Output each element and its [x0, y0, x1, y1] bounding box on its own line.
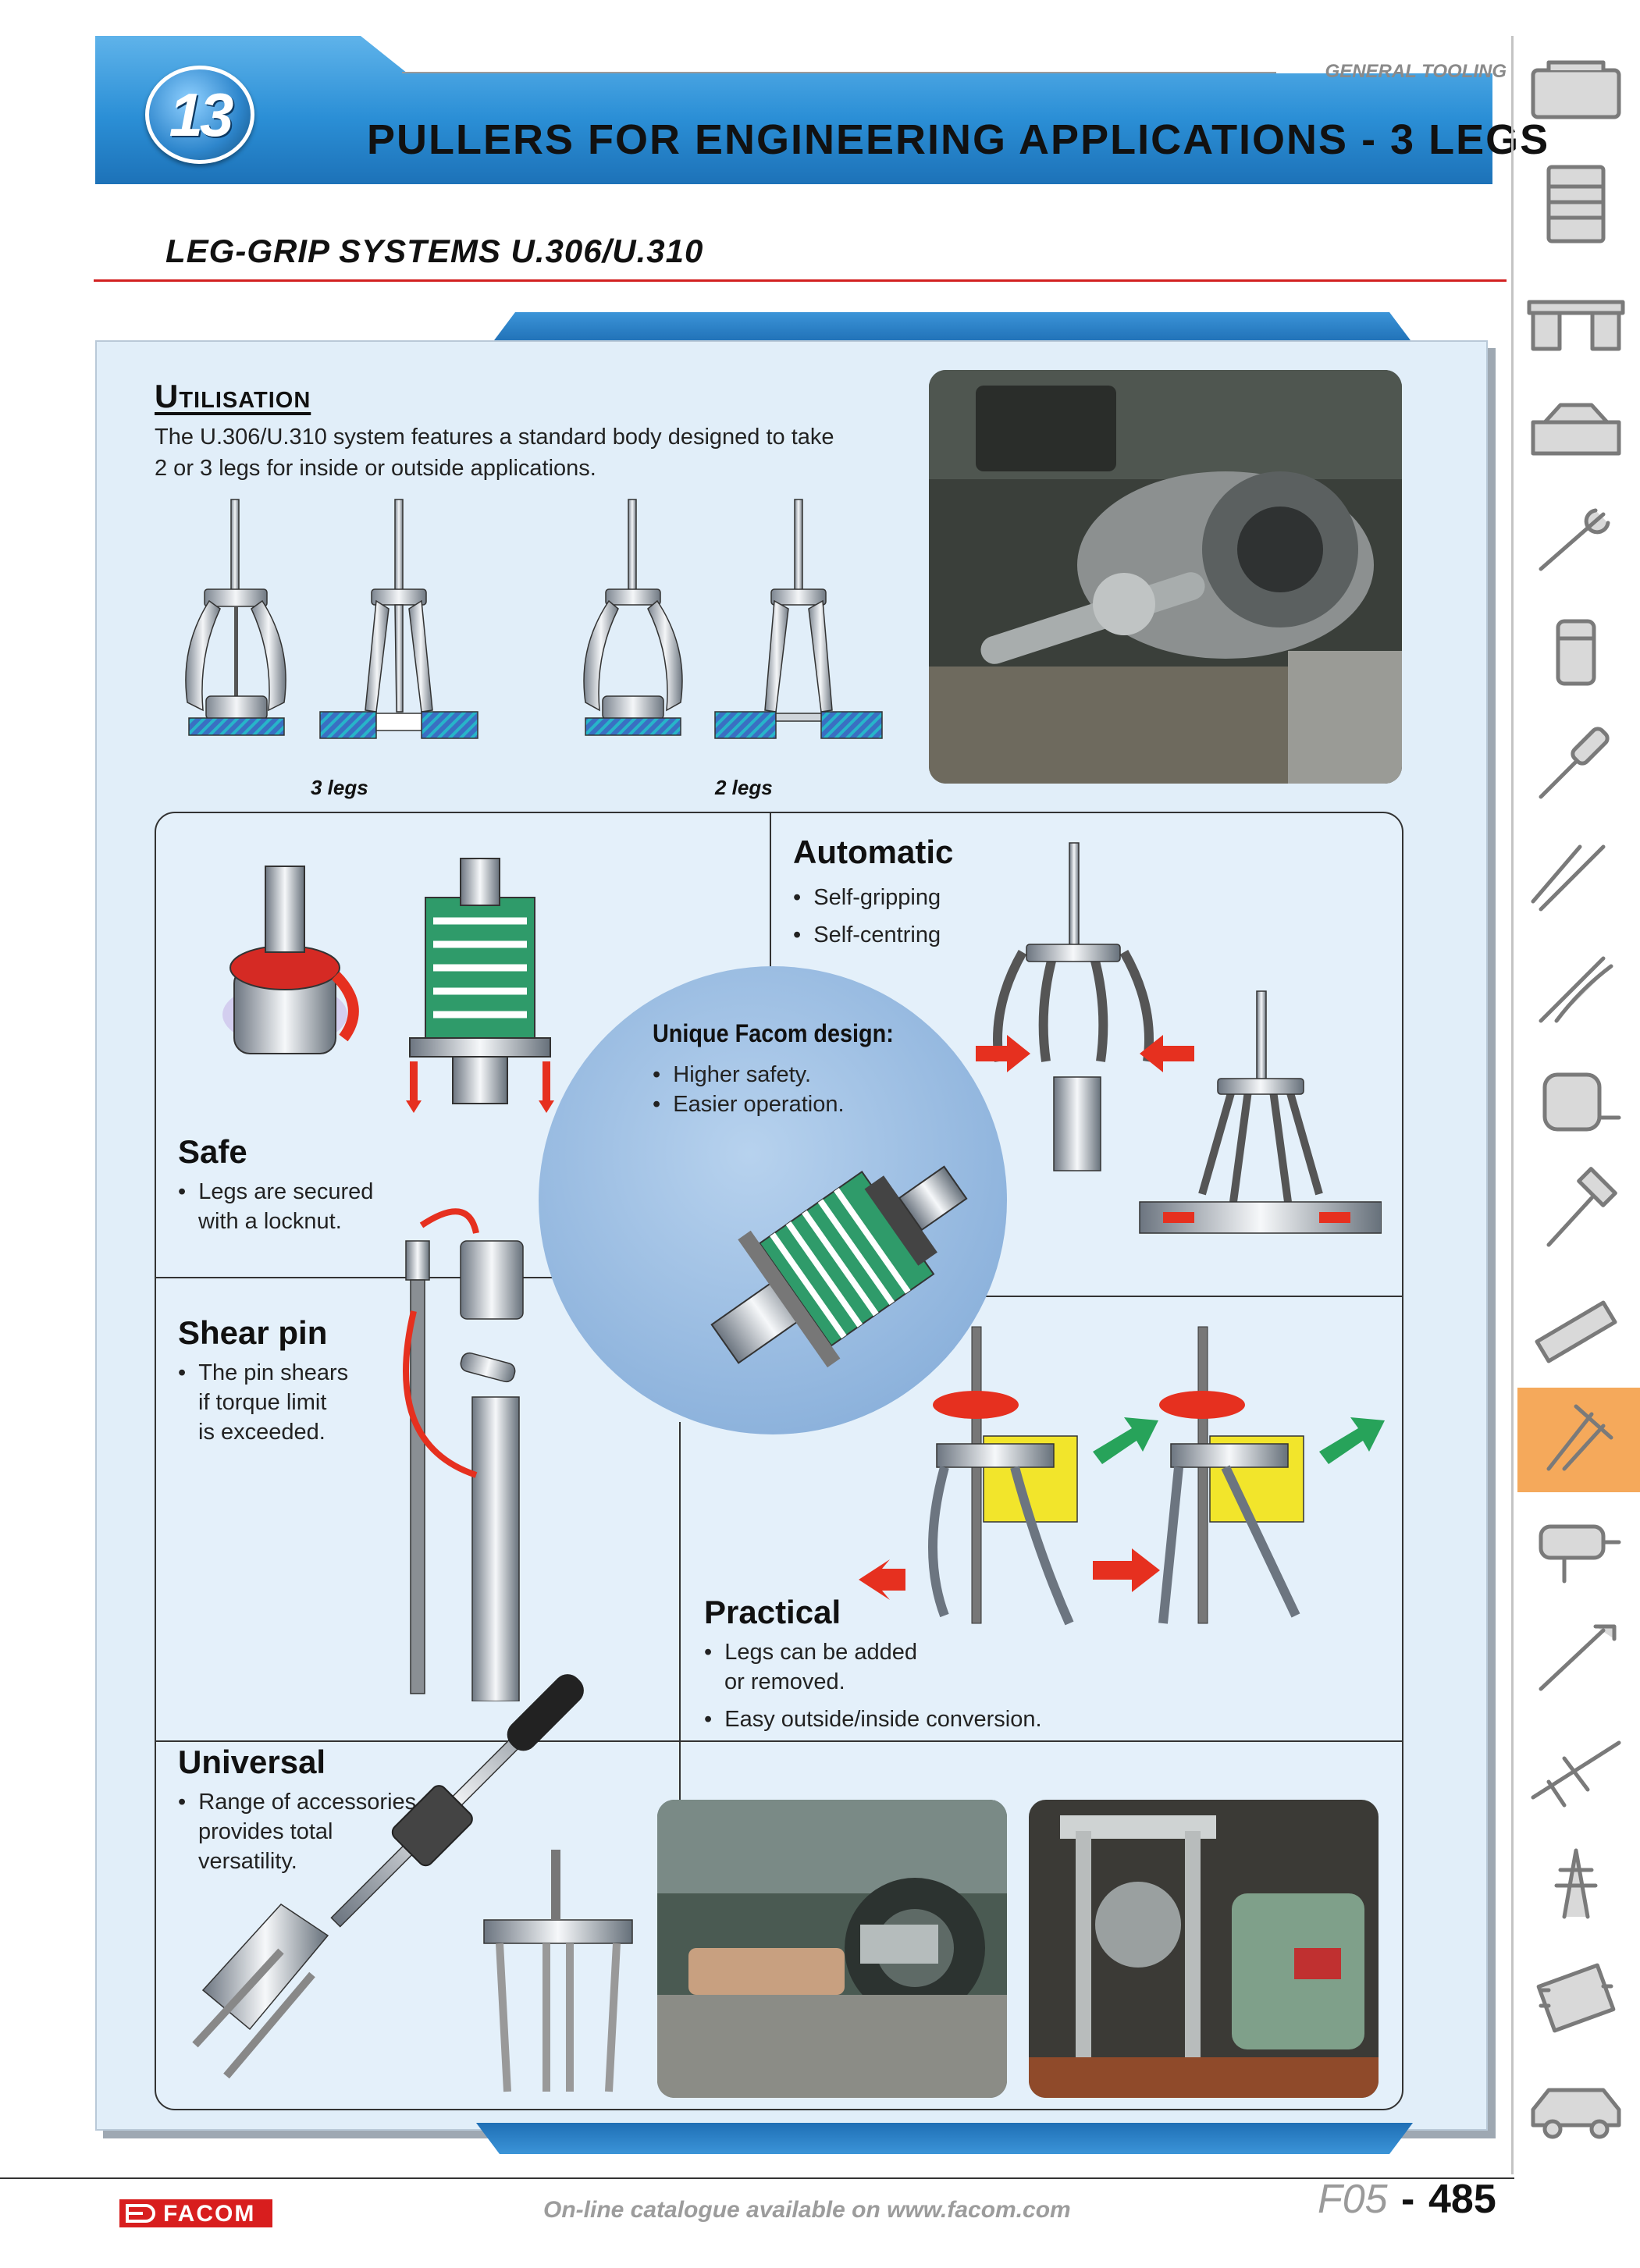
chapter-number: 13	[169, 80, 234, 149]
utilisation-title: Utilisation	[155, 378, 311, 414]
hex-key-icon[interactable]	[1517, 831, 1635, 923]
facom-logo-mark-icon	[126, 2204, 155, 2223]
hacksaw-icon[interactable]	[1517, 1279, 1635, 1371]
page-number: 485	[1428, 2177, 1496, 2222]
panel-tab-bottom	[476, 2123, 1413, 2154]
chapter-badge[interactable]: 13	[145, 66, 254, 164]
workshop-photo-lathe	[657, 1800, 1007, 2098]
pipe-wrench-icon[interactable]	[1517, 1615, 1635, 1707]
practical-item-2: Easy outside/inside conversion.	[704, 1705, 1141, 1734]
aircraft-icon[interactable]	[1517, 1727, 1635, 1819]
page-code: F05	[1318, 2177, 1388, 2222]
universal-line-1: Range of accessories	[178, 1787, 459, 1817]
safe-title: Safe	[178, 1133, 247, 1170]
shear-pin-line-1: The pin shears	[178, 1358, 412, 1388]
footer-website-text[interactable]: On-line catalogue available on www.facom…	[543, 2197, 1071, 2223]
page-title: PULLERS FOR ENGINEERING APPLICATIONS - 3…	[367, 116, 1550, 163]
puller-3legs-inside	[319, 499, 478, 739]
unique-design-title: Unique Facom design:	[653, 1019, 894, 1047]
toolbox-icon[interactable]	[1517, 383, 1635, 475]
practical-list: Legs can be added or removed. Easy outsi…	[704, 1637, 1141, 1734]
sidebar-active-highlight	[1517, 1388, 1640, 1492]
page-subtitle: LEG-GRIP SYSTEMS U.306/U.310	[165, 233, 704, 269]
wrench-icon[interactable]	[1517, 495, 1635, 587]
universal-description: Range of accessories provides total vers…	[178, 1787, 459, 1876]
chip-icon[interactable]	[1517, 1951, 1635, 2043]
unique-item-1: Higher safety.	[653, 1060, 934, 1090]
subtitle-rule	[94, 279, 1507, 282]
page-separator: -	[1401, 2177, 1415, 2222]
universal-line-3: versatility.	[198, 1849, 297, 1874]
puller-body-cutaway-illustration	[710, 1165, 968, 1368]
car-icon[interactable]	[1517, 2063, 1635, 2155]
section-label: GENERAL TOOLING	[1325, 61, 1507, 82]
shear-pin-description: The pin shears if torque limit is exceed…	[178, 1358, 412, 1447]
shear-pin-title: Shear pin	[178, 1314, 328, 1351]
tape-measure-icon[interactable]	[1517, 1055, 1635, 1147]
safe-description: Legs are secured with a locknut.	[178, 1177, 490, 1236]
puller-configurations-illustration	[185, 499, 883, 739]
automatic-item-1: Self-gripping	[793, 879, 1105, 916]
shear-pin-line-2: if torque limit	[198, 1390, 327, 1415]
practical-item-1-cont: or removed.	[724, 1669, 845, 1694]
screwdriver-icon[interactable]	[1517, 719, 1635, 811]
universal-line-2: provides total	[198, 1819, 333, 1844]
grid-divider	[679, 1422, 681, 1804]
toolkit-icon[interactable]	[1517, 47, 1635, 139]
socket-icon[interactable]	[1517, 607, 1635, 699]
automatic-title: Automatic	[793, 834, 954, 870]
facom-brand-text: FACOM	[163, 2201, 256, 2227]
shear-pin-illustration	[403, 1208, 524, 1701]
locknut-illustration	[222, 858, 554, 1113]
sidebar-divider	[1511, 36, 1514, 2174]
grid-divider	[156, 1277, 617, 1278]
slide-hammer-accessory-illustration	[192, 1674, 633, 2092]
electrical-pylon-icon[interactable]	[1517, 1839, 1635, 1931]
unique-design-list: Higher safety. Easier operation.	[653, 1060, 934, 1119]
practical-title: Practical	[704, 1594, 841, 1630]
tool-cabinet-icon[interactable]	[1517, 159, 1635, 251]
leg-conversion-illustration	[859, 1326, 1385, 1626]
caption-3-legs: 3 legs	[311, 776, 368, 799]
safe-line-2: with a locknut.	[198, 1209, 342, 1234]
grid-divider	[937, 1296, 1402, 1297]
automatic-item-2: Self-centring	[793, 916, 1105, 954]
grid-divider	[156, 1740, 1402, 1742]
footer-rule	[0, 2177, 1514, 2179]
workshop-photo-motor-pulley	[1029, 1800, 1379, 2098]
puller-icon[interactable]	[1517, 1391, 1635, 1483]
practical-item-1: Legs can be added	[704, 1637, 1141, 1667]
impact-wrench-icon[interactable]	[1517, 1503, 1635, 1595]
workbench-icon[interactable]	[1517, 271, 1635, 363]
panel-tab-top	[492, 312, 1413, 343]
unique-item-2: Easier operation.	[653, 1090, 934, 1119]
self-centring-illustration	[976, 842, 1382, 1234]
workshop-photo-vice	[929, 370, 1402, 784]
utilisation-description: The U.306/U.310 system features a standa…	[155, 421, 935, 484]
hammer-icon[interactable]	[1517, 1167, 1635, 1259]
section-divider	[402, 72, 1276, 73]
puller-2legs-outside	[583, 499, 683, 736]
puller-2legs-inside	[714, 499, 883, 739]
pliers-icon[interactable]	[1517, 943, 1635, 1035]
puller-3legs-outside	[185, 499, 286, 736]
automatic-list: Self-gripping Self-centring	[793, 879, 1105, 954]
universal-title: Universal	[178, 1744, 326, 1780]
utilisation-line-1: The U.306/U.310 system features a standa…	[155, 425, 834, 450]
safe-line-1: Legs are secured	[178, 1177, 490, 1207]
facom-logo[interactable]: FACOM	[119, 2199, 272, 2227]
caption-2-legs: 2 legs	[715, 776, 773, 799]
shear-pin-line-3: is exceeded.	[198, 1420, 326, 1445]
utilisation-line-2: 2 or 3 legs for inside or outside applic…	[155, 456, 596, 481]
